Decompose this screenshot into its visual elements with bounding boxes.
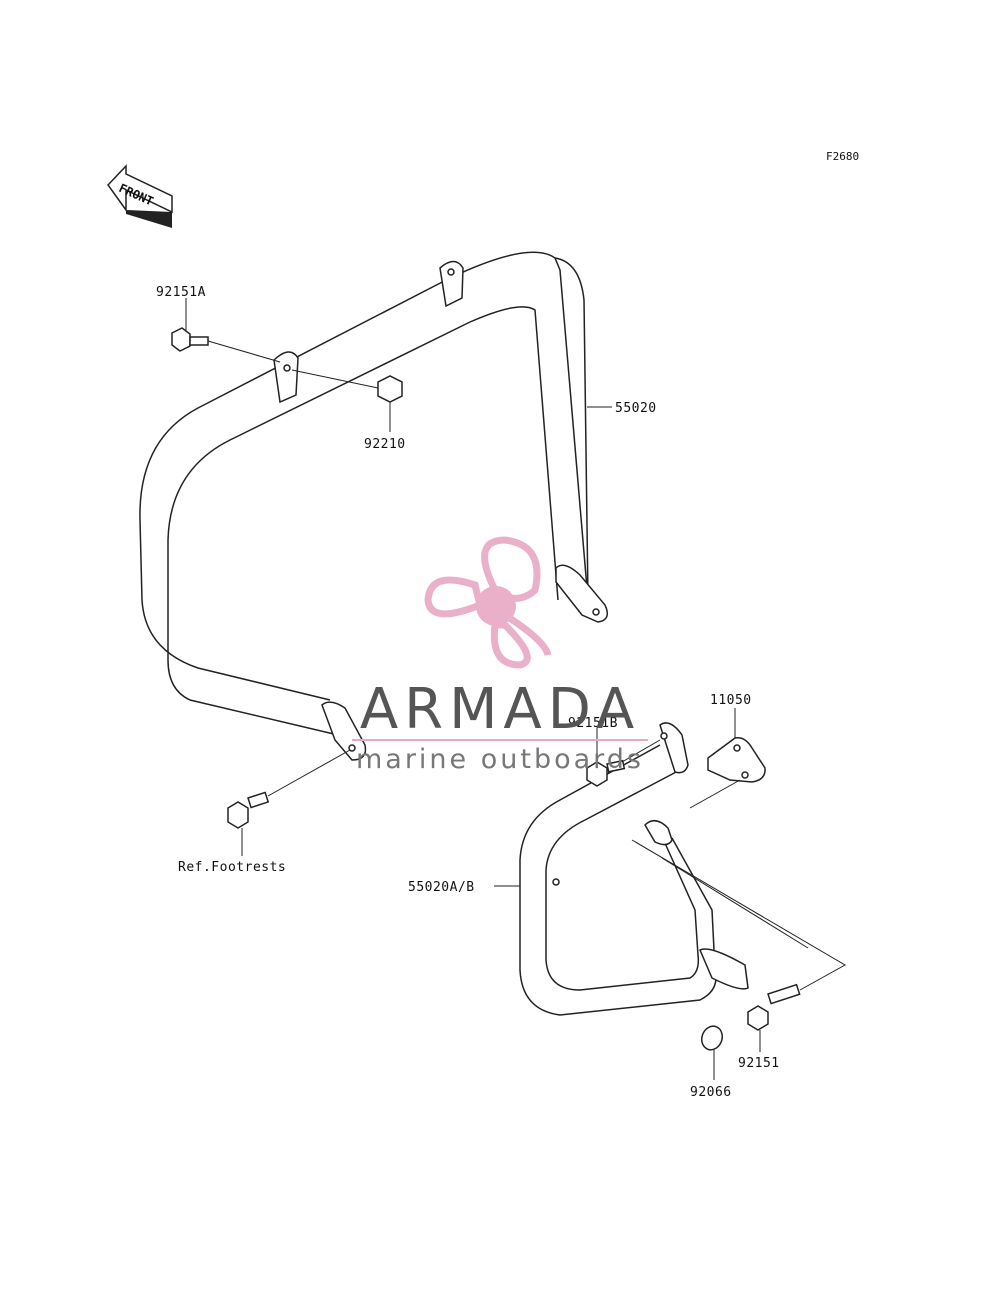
nut-92210 [291, 369, 403, 403]
propeller-logo-icon [424, 536, 552, 669]
upper-guard-55020 [139, 251, 609, 761]
callout-55020AB: 55020A/B [408, 880, 475, 895]
bolt-92151 [631, 839, 847, 1031]
watermark-subtitle: marine outboards [356, 744, 644, 775]
callout-92210: 92210 [364, 437, 406, 452]
watermark-title: ARMADA [360, 677, 640, 742]
callout-92066: 92066 [690, 1085, 732, 1100]
callout-ref-footrests: Ref.Footrests [178, 860, 286, 875]
bolt-ref-footrests [227, 749, 351, 829]
bracket-11050 [689, 736, 766, 809]
bolt-92151A [171, 327, 281, 363]
bolt-92151B [586, 739, 661, 787]
leader-lines [185, 298, 761, 1080]
callout-92151: 92151 [738, 1056, 780, 1071]
front-arrow-icon: FRONT [107, 164, 173, 228]
cap-92066 [700, 1025, 724, 1051]
callout-11050: 11050 [710, 693, 752, 708]
figure-code: F2680 [826, 150, 859, 163]
watermark: ARMADA marine outboards [352, 536, 648, 775]
callout-55020: 55020 [615, 401, 657, 416]
callout-92151A: 92151A [156, 285, 206, 300]
lower-guard-55020AB [519, 722, 749, 1016]
callout-92151B: 92151B [568, 716, 618, 731]
